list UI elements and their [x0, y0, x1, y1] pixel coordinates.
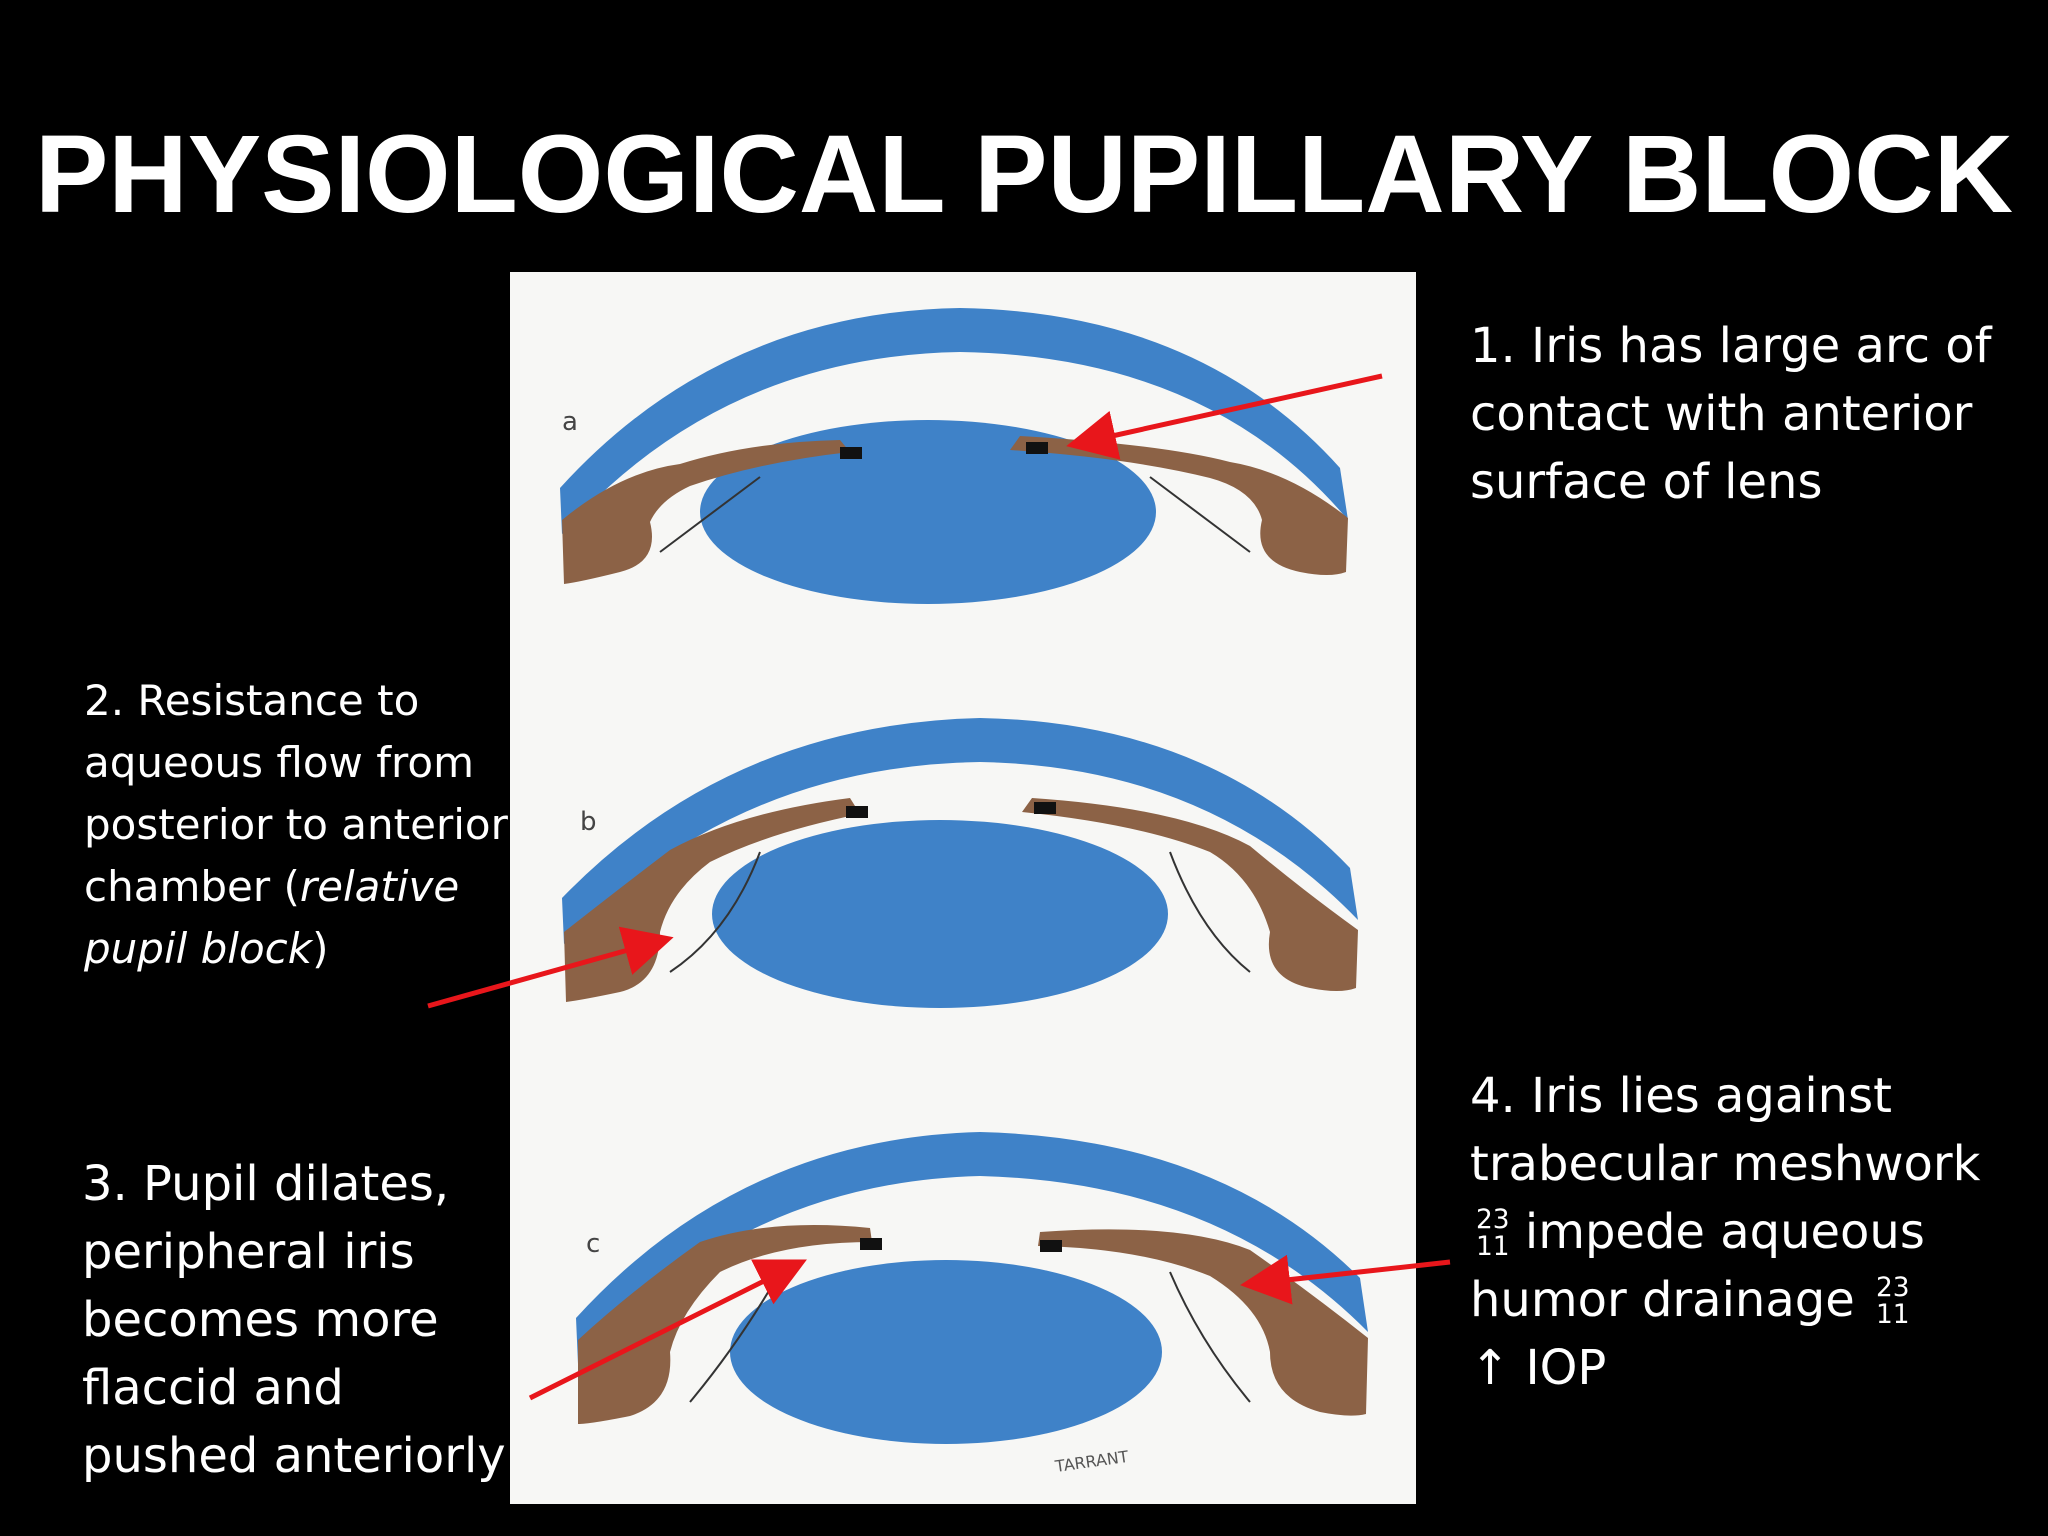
eye-diagram-svg: a b c TARRANT [560, 308, 1368, 1476]
iris-right-a [1010, 436, 1348, 575]
annotation-4-line1: 4. Iris lies against trabecular meshwork [1470, 1068, 1981, 1192]
fraction-bottom-1: 11 [1476, 1230, 1510, 1262]
panel-label-a: a [562, 407, 578, 437]
slide-title: PHYSIOLOGICAL PUPILLARY BLOCK [34, 113, 2014, 236]
iris-tip-right-b [1034, 802, 1056, 814]
lens-c [730, 1260, 1162, 1444]
annotation-4: 4. Iris lies against trabecular meshwork… [1470, 1062, 2030, 1402]
cornea-a [560, 308, 1348, 534]
fraction-bottom-2: 11 [1876, 1298, 1910, 1330]
lens-a [700, 420, 1156, 604]
annotation-4-line3: ↑ IOP [1470, 1340, 1607, 1396]
iris-tip-left-b [846, 806, 868, 818]
annotation-2-text: 2. Resistance to aqueous flow from poste… [84, 676, 508, 911]
panel-a: a [560, 308, 1348, 604]
cornea-b [562, 718, 1358, 944]
annotation-2-emphasis: relative pupil block [84, 862, 460, 973]
arrow-4 [1240, 1254, 1451, 1305]
flow-line-b-left [669, 851, 761, 973]
annotation-3: 3. Pupil dilates, peripheral iris become… [82, 1156, 506, 1484]
panel-label-c: c [586, 1229, 600, 1259]
panel-c: c TARRANT [576, 1132, 1368, 1476]
iris-tip-left-c [860, 1238, 882, 1250]
iris-left-a [562, 440, 850, 584]
iris-tip-right-c [1040, 1240, 1062, 1252]
annotation-2-close: ) [312, 924, 329, 973]
arrow-1 [1066, 373, 1383, 460]
cornea-c [576, 1132, 1368, 1364]
fraction-top-2: 23 [1876, 1272, 1910, 1304]
arrow-2 [427, 926, 674, 1009]
panel-label-b: b [580, 807, 597, 837]
fraction-top-1: 23 [1476, 1204, 1510, 1236]
flow-line-c-right [1169, 1271, 1251, 1403]
iris-left-c [578, 1225, 872, 1424]
arrow-3 [528, 1259, 807, 1401]
iris-right-b [1022, 798, 1358, 991]
annotation-1: 1. Iris has large arc of contact with an… [1470, 318, 1992, 510]
flow-line-a-left [659, 476, 761, 553]
eye-diagram-figure: a b c TARRANT [510, 272, 1416, 1504]
annotation-4-line2: impede aqueous humor drainage [1470, 1204, 1925, 1328]
annotation-2: 2. Resistance to aqueous flow from poste… [84, 670, 524, 980]
flow-line-a-right [1149, 476, 1251, 553]
iris-tip-left-a [840, 447, 862, 459]
lens-b [712, 820, 1168, 1008]
flow-line-b-right [1169, 851, 1251, 973]
iris-tip-right-a [1026, 442, 1048, 454]
